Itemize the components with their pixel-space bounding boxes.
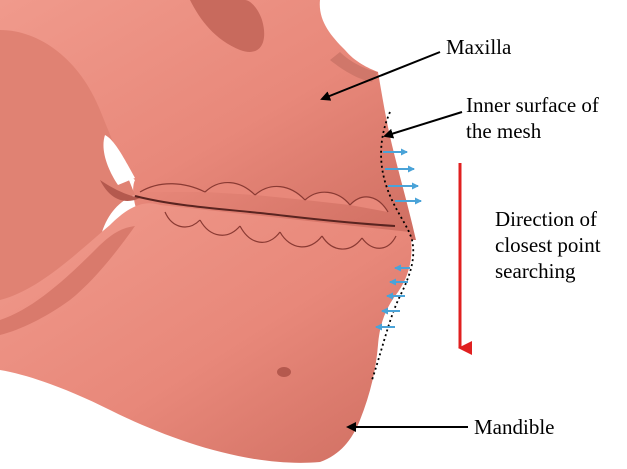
mandible-label: Mandible [474, 414, 554, 440]
direction-line-1: Direction of [495, 206, 601, 232]
inner-surface-line-2: the mesh [466, 118, 599, 144]
maxilla-label: Maxilla [446, 34, 511, 60]
direction-line-3: searching [495, 258, 601, 284]
inner-surface-label: Inner surface of the mesh [466, 92, 599, 144]
inner-surface-pointer [385, 112, 462, 136]
inner-surface-line-1: Inner surface of [466, 92, 599, 118]
direction-line-2: closest point [495, 232, 601, 258]
direction-label: Direction of closest point searching [495, 206, 601, 284]
mental-foramen [277, 367, 291, 377]
